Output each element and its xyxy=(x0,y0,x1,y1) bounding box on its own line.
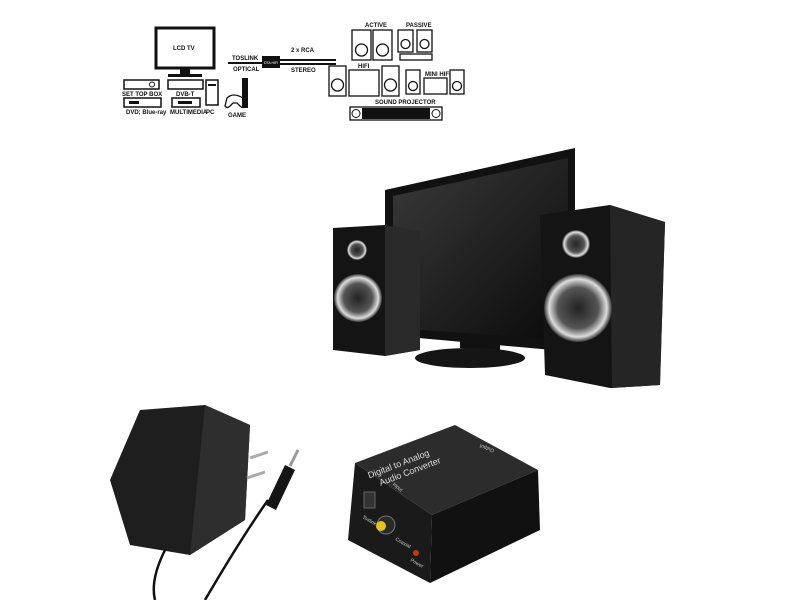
active-speakers-icon xyxy=(351,29,393,61)
toslink-port[interactable] xyxy=(363,491,376,509)
label-2x-rca: 2 x RCA xyxy=(291,48,315,54)
power-led xyxy=(413,550,419,556)
converter-top xyxy=(355,425,538,515)
label-dvb-t: DVB-T xyxy=(176,92,195,98)
connection-diagram: LCD TV SET TOP BOX DVD; Blue-ray DVB-T M… xyxy=(122,23,465,121)
right-speaker xyxy=(540,205,665,388)
passive-speakers-icon xyxy=(397,29,433,61)
label-hifi: HIFI xyxy=(358,64,370,70)
sound-projector-icon xyxy=(349,106,443,121)
label-active: ACTIVE xyxy=(365,23,387,29)
dvd-icon xyxy=(123,97,162,108)
converter-output-label: Output xyxy=(478,442,495,453)
coaxial-port[interactable] xyxy=(376,521,386,531)
label-sound-projector: SOUND PROJECTOR xyxy=(375,100,436,106)
label-set-top-box: SET TOP BOX xyxy=(122,92,162,98)
converter-box-icon xyxy=(262,56,280,68)
pc-icon xyxy=(205,79,219,106)
label-lcd-tv: LCD TV xyxy=(173,46,195,52)
label-multimedia: MULTIMEDIA xyxy=(170,110,208,116)
lcd-tv-icon xyxy=(154,26,216,77)
label-toslink: TOSLINK xyxy=(232,56,259,62)
audio-converter-photo: Digital to Analog Audio Converter Output… xyxy=(348,425,540,583)
multimedia-icon xyxy=(171,97,201,108)
label-optical: OPTICAL xyxy=(233,67,260,73)
mini-hifi-icon xyxy=(405,69,465,95)
lcd-tv xyxy=(385,148,575,368)
left-speaker xyxy=(333,225,420,356)
power-adapter-photo xyxy=(110,405,300,600)
game-controller-icon xyxy=(224,78,248,109)
label-stereo: STEREO xyxy=(291,68,316,74)
label-passive: PASSIVE xyxy=(406,23,432,29)
dvb-t-icon xyxy=(167,79,204,90)
label-dvd: DVD; Blue-ray xyxy=(126,110,167,116)
tv-speakers-photo xyxy=(333,148,665,388)
label-mini-hifi: MINI HIFI xyxy=(425,72,451,78)
hifi-system-icon xyxy=(328,65,400,97)
converter-side xyxy=(430,470,540,583)
label-game: GAME xyxy=(228,113,246,119)
set-top-box-icon xyxy=(123,79,160,90)
label-device: DTA HIFI xyxy=(264,61,278,65)
label-pc: PC xyxy=(206,110,215,116)
